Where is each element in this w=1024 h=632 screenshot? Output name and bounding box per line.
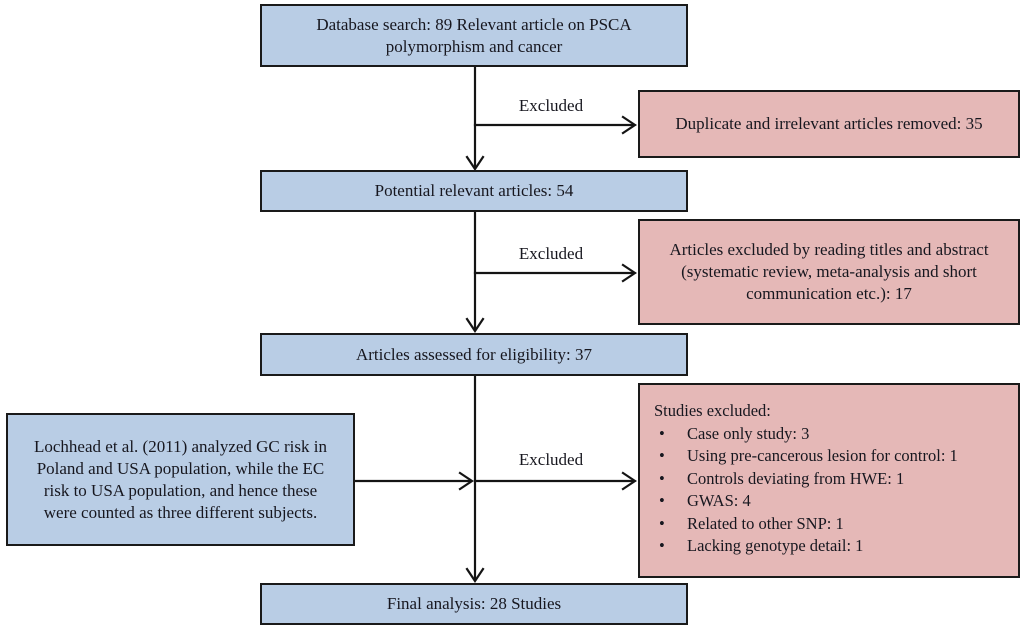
note-line2: Poland and USA population, while the EC: [36, 458, 325, 478]
bullet-icon: •: [659, 423, 665, 443]
list-item-text: Using pre-cancerous lesion for control: …: [687, 446, 958, 465]
arrow-excluded-duplicates: [473, 115, 637, 135]
bullet-icon: •: [659, 446, 665, 465]
bullet-icon: •: [659, 513, 665, 533]
list-item: • Using pre-cancerous lesion for control…: [654, 445, 1008, 468]
list-item-text: Controls deviating from HWE: 1: [687, 468, 905, 488]
bullet-icon: •: [659, 536, 665, 555]
arrow-potential-to-eligibility: [465, 210, 485, 333]
studies-excluded-box: Studies excluded: • Case only study: 3 •…: [638, 383, 1020, 578]
final-analysis-text: Final analysis: 28 Studies: [386, 594, 562, 613]
titles-abstract-excluded-box: Articles excluded by reading titles and …: [638, 219, 1020, 325]
database-search-line1: Database search: 89 Relevant article on …: [316, 14, 632, 34]
note-line4: were counted as three different subjects…: [43, 502, 318, 522]
potential-relevant-box: Potential relevant articles: 54: [260, 170, 688, 212]
database-search-line2: polymorphism and cancer: [385, 36, 563, 56]
note-line3: risk to USA population, and hence these: [43, 480, 318, 500]
bullet-icon: •: [659, 468, 665, 488]
list-item: • Related to other SNP: 1: [654, 513, 1008, 536]
eligibility-box: Articles assessed for eligibility: 37: [260, 333, 688, 376]
titles-abstract-line1: Articles excluded by reading titles and …: [669, 240, 989, 259]
excluded-label-1: Excluded: [518, 96, 584, 115]
arrow-database-to-potential: [465, 65, 485, 171]
list-item: • Controls deviating from HWE: 1: [654, 468, 1008, 491]
arrow-note-to-flow: [354, 471, 474, 491]
arrow-excluded-titles-abstract: [473, 263, 637, 283]
arrow-eligibility-to-final: [465, 374, 485, 583]
list-item: • Case only study: 3: [654, 423, 1008, 446]
list-item-text: GWAS: 4: [687, 491, 751, 510]
bullet-icon: •: [659, 491, 665, 510]
list-item-text: Related to other SNP: 1: [687, 513, 844, 533]
excluded-label-3: Excluded: [518, 450, 584, 469]
potential-relevant-text: Potential relevant articles: 54: [374, 181, 574, 200]
eligibility-text: Articles assessed for eligibility: 37: [355, 344, 593, 364]
list-item-text: Lacking genotype detail: 1: [687, 536, 864, 555]
final-analysis-box: Final analysis: 28 Studies: [260, 583, 688, 625]
arrow-excluded-studies: [473, 471, 637, 491]
database-search-box: Database search: 89 Relevant article on …: [260, 4, 688, 67]
list-item: • GWAS: 4: [654, 490, 1008, 513]
lochhead-note-box: Lochhead et al. (2011) analyzed GC risk …: [6, 413, 355, 546]
titles-abstract-line2: (systematic review, meta-analysis and sh…: [681, 262, 977, 281]
note-line1: Lochhead et al. (2011) analyzed GC risk …: [34, 436, 327, 456]
titles-abstract-line3: communication etc.): 17: [746, 284, 912, 303]
studies-excluded-list: • Case only study: 3 • Using pre-cancero…: [654, 423, 1008, 558]
excluded-label-2: Excluded: [518, 244, 584, 263]
studies-excluded-title: Studies excluded:: [654, 401, 771, 420]
list-item-text: Case only study: 3: [687, 423, 810, 443]
list-item: • Lacking genotype detail: 1: [654, 535, 1008, 558]
duplicates-removed-box: Duplicate and irrelevant articles remove…: [638, 90, 1020, 158]
duplicates-removed-text: Duplicate and irrelevant articles remove…: [675, 114, 983, 133]
